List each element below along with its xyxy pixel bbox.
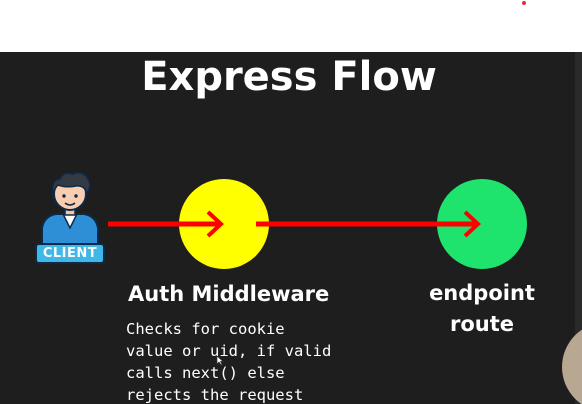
client-label: CLIENT [35, 243, 105, 264]
description-line: Checks for cookie [126, 320, 285, 338]
middleware-node [179, 179, 269, 269]
arrow-client-to-middleware [108, 210, 224, 238]
endpoint-node [437, 179, 527, 269]
mouse-cursor-icon [216, 355, 224, 366]
endpoint-label-line: endpoint [429, 281, 535, 305]
flow-diagram [41, 172, 527, 269]
endpoint-label: endpoint route [414, 278, 550, 340]
description-line: value or uid, if valid [126, 342, 332, 360]
middleware-label: Auth Middleware [128, 282, 330, 306]
slide: Express Flow CLIENT Auth Middleware endp… [0, 52, 582, 404]
top-bar [0, 0, 582, 52]
description-line: calls next() else [126, 364, 285, 382]
middleware-description: Checks for cookie value or uid, if valid… [126, 318, 331, 404]
endpoint-label-line: route [449, 312, 514, 336]
notification-dot [522, 1, 526, 5]
slide-title: Express Flow [141, 54, 437, 100]
description-line: rejects the request [126, 386, 304, 404]
person-avatar-icon [41, 172, 99, 245]
arrow-middleware-to-endpoint [256, 210, 481, 238]
scrollbar[interactable] [575, 52, 582, 404]
